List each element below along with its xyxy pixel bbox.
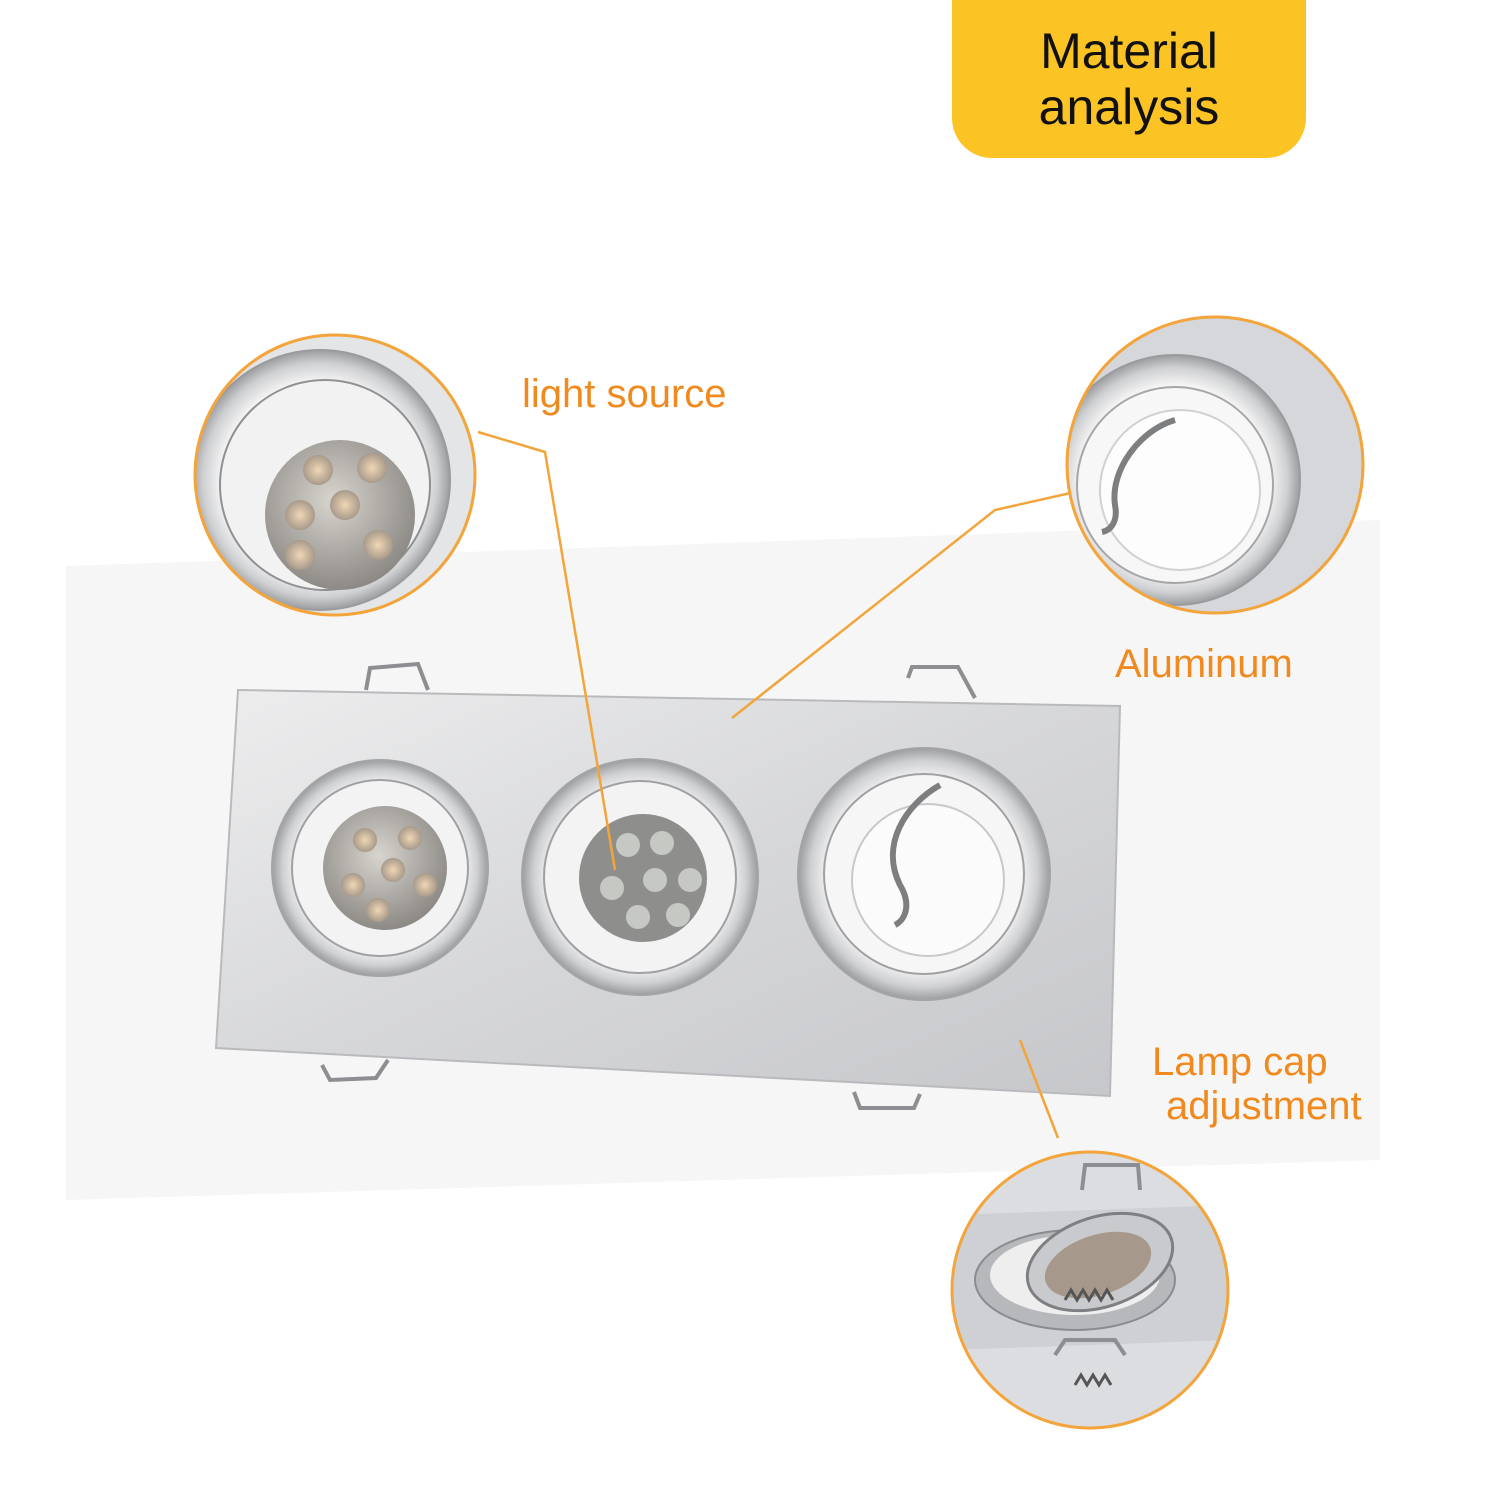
badge-line-2: analysis [1038, 79, 1220, 135]
zoom-light-source [193, 333, 477, 617]
label-lamp-cap-line1: Lamp cap [1152, 1040, 1328, 1084]
zoom-aluminum [1065, 315, 1365, 615]
leader-lines [477, 430, 1076, 1139]
triple-downlight-frame [214, 688, 1122, 1098]
label-light-source: light source [522, 372, 727, 416]
material-analysis-badge: Material analysis [952, 0, 1306, 158]
fitting-left [271, 759, 489, 977]
label-aluminum: Aluminum [1115, 642, 1293, 686]
spring-clip [320, 661, 977, 1110]
label-lamp-cap-line2: adjustment [1166, 1084, 1362, 1128]
zoom-lamp-cap [950, 1150, 1230, 1430]
fitting-right [797, 747, 1051, 1001]
badge-line-1: Material [1040, 23, 1218, 79]
fitting-middle [521, 758, 759, 996]
